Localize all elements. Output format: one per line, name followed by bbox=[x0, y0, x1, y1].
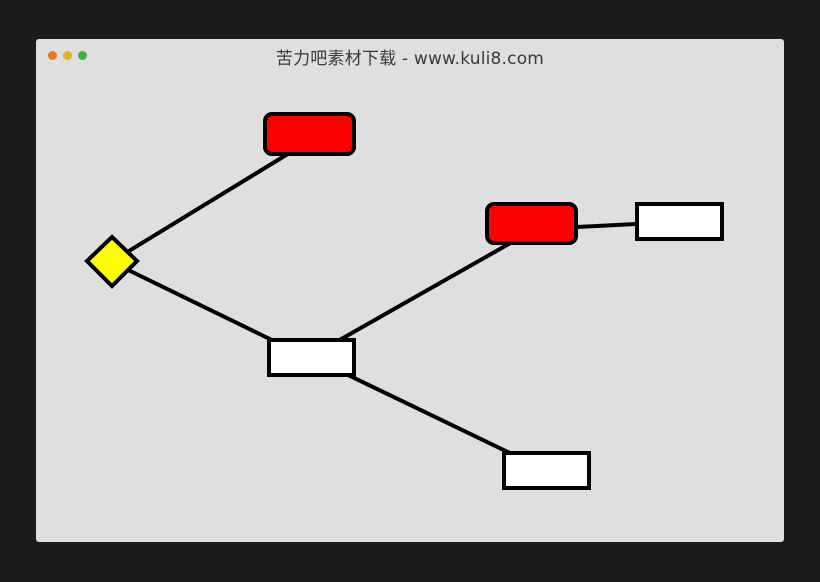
mind-map-canvas bbox=[84, 112, 724, 490]
edge-root-to-branch-top bbox=[122, 147, 298, 256]
minimize-dot-icon[interactable] bbox=[63, 51, 72, 60]
root-node[interactable] bbox=[84, 234, 140, 289]
edge-upper-to-leaf bbox=[575, 222, 638, 229]
branch-middle-upper-node[interactable] bbox=[485, 202, 578, 245]
title-bar: 苦力吧素材下载 - www.kuli8.com bbox=[36, 39, 784, 71]
branch-middle-upper-leaf-node[interactable] bbox=[635, 202, 724, 241]
window-title: 苦力吧素材下载 - www.kuli8.com bbox=[275, 49, 545, 69]
window-controls bbox=[48, 51, 87, 60]
browser-window: 苦力吧素材下载 - www.kuli8.com bbox=[36, 39, 784, 542]
branch-top-node[interactable] bbox=[263, 112, 356, 156]
nodes bbox=[84, 112, 724, 490]
edges bbox=[122, 147, 638, 456]
branch-middle-node[interactable] bbox=[267, 338, 356, 377]
maximize-dot-icon[interactable] bbox=[78, 51, 87, 60]
close-dot-icon[interactable] bbox=[48, 51, 57, 60]
edge-middle-to-lower bbox=[346, 373, 514, 456]
edge-root-to-branch-middle bbox=[122, 266, 278, 344]
edge-middle-to-upper bbox=[334, 239, 516, 344]
branch-middle-lower-node[interactable] bbox=[502, 451, 591, 490]
